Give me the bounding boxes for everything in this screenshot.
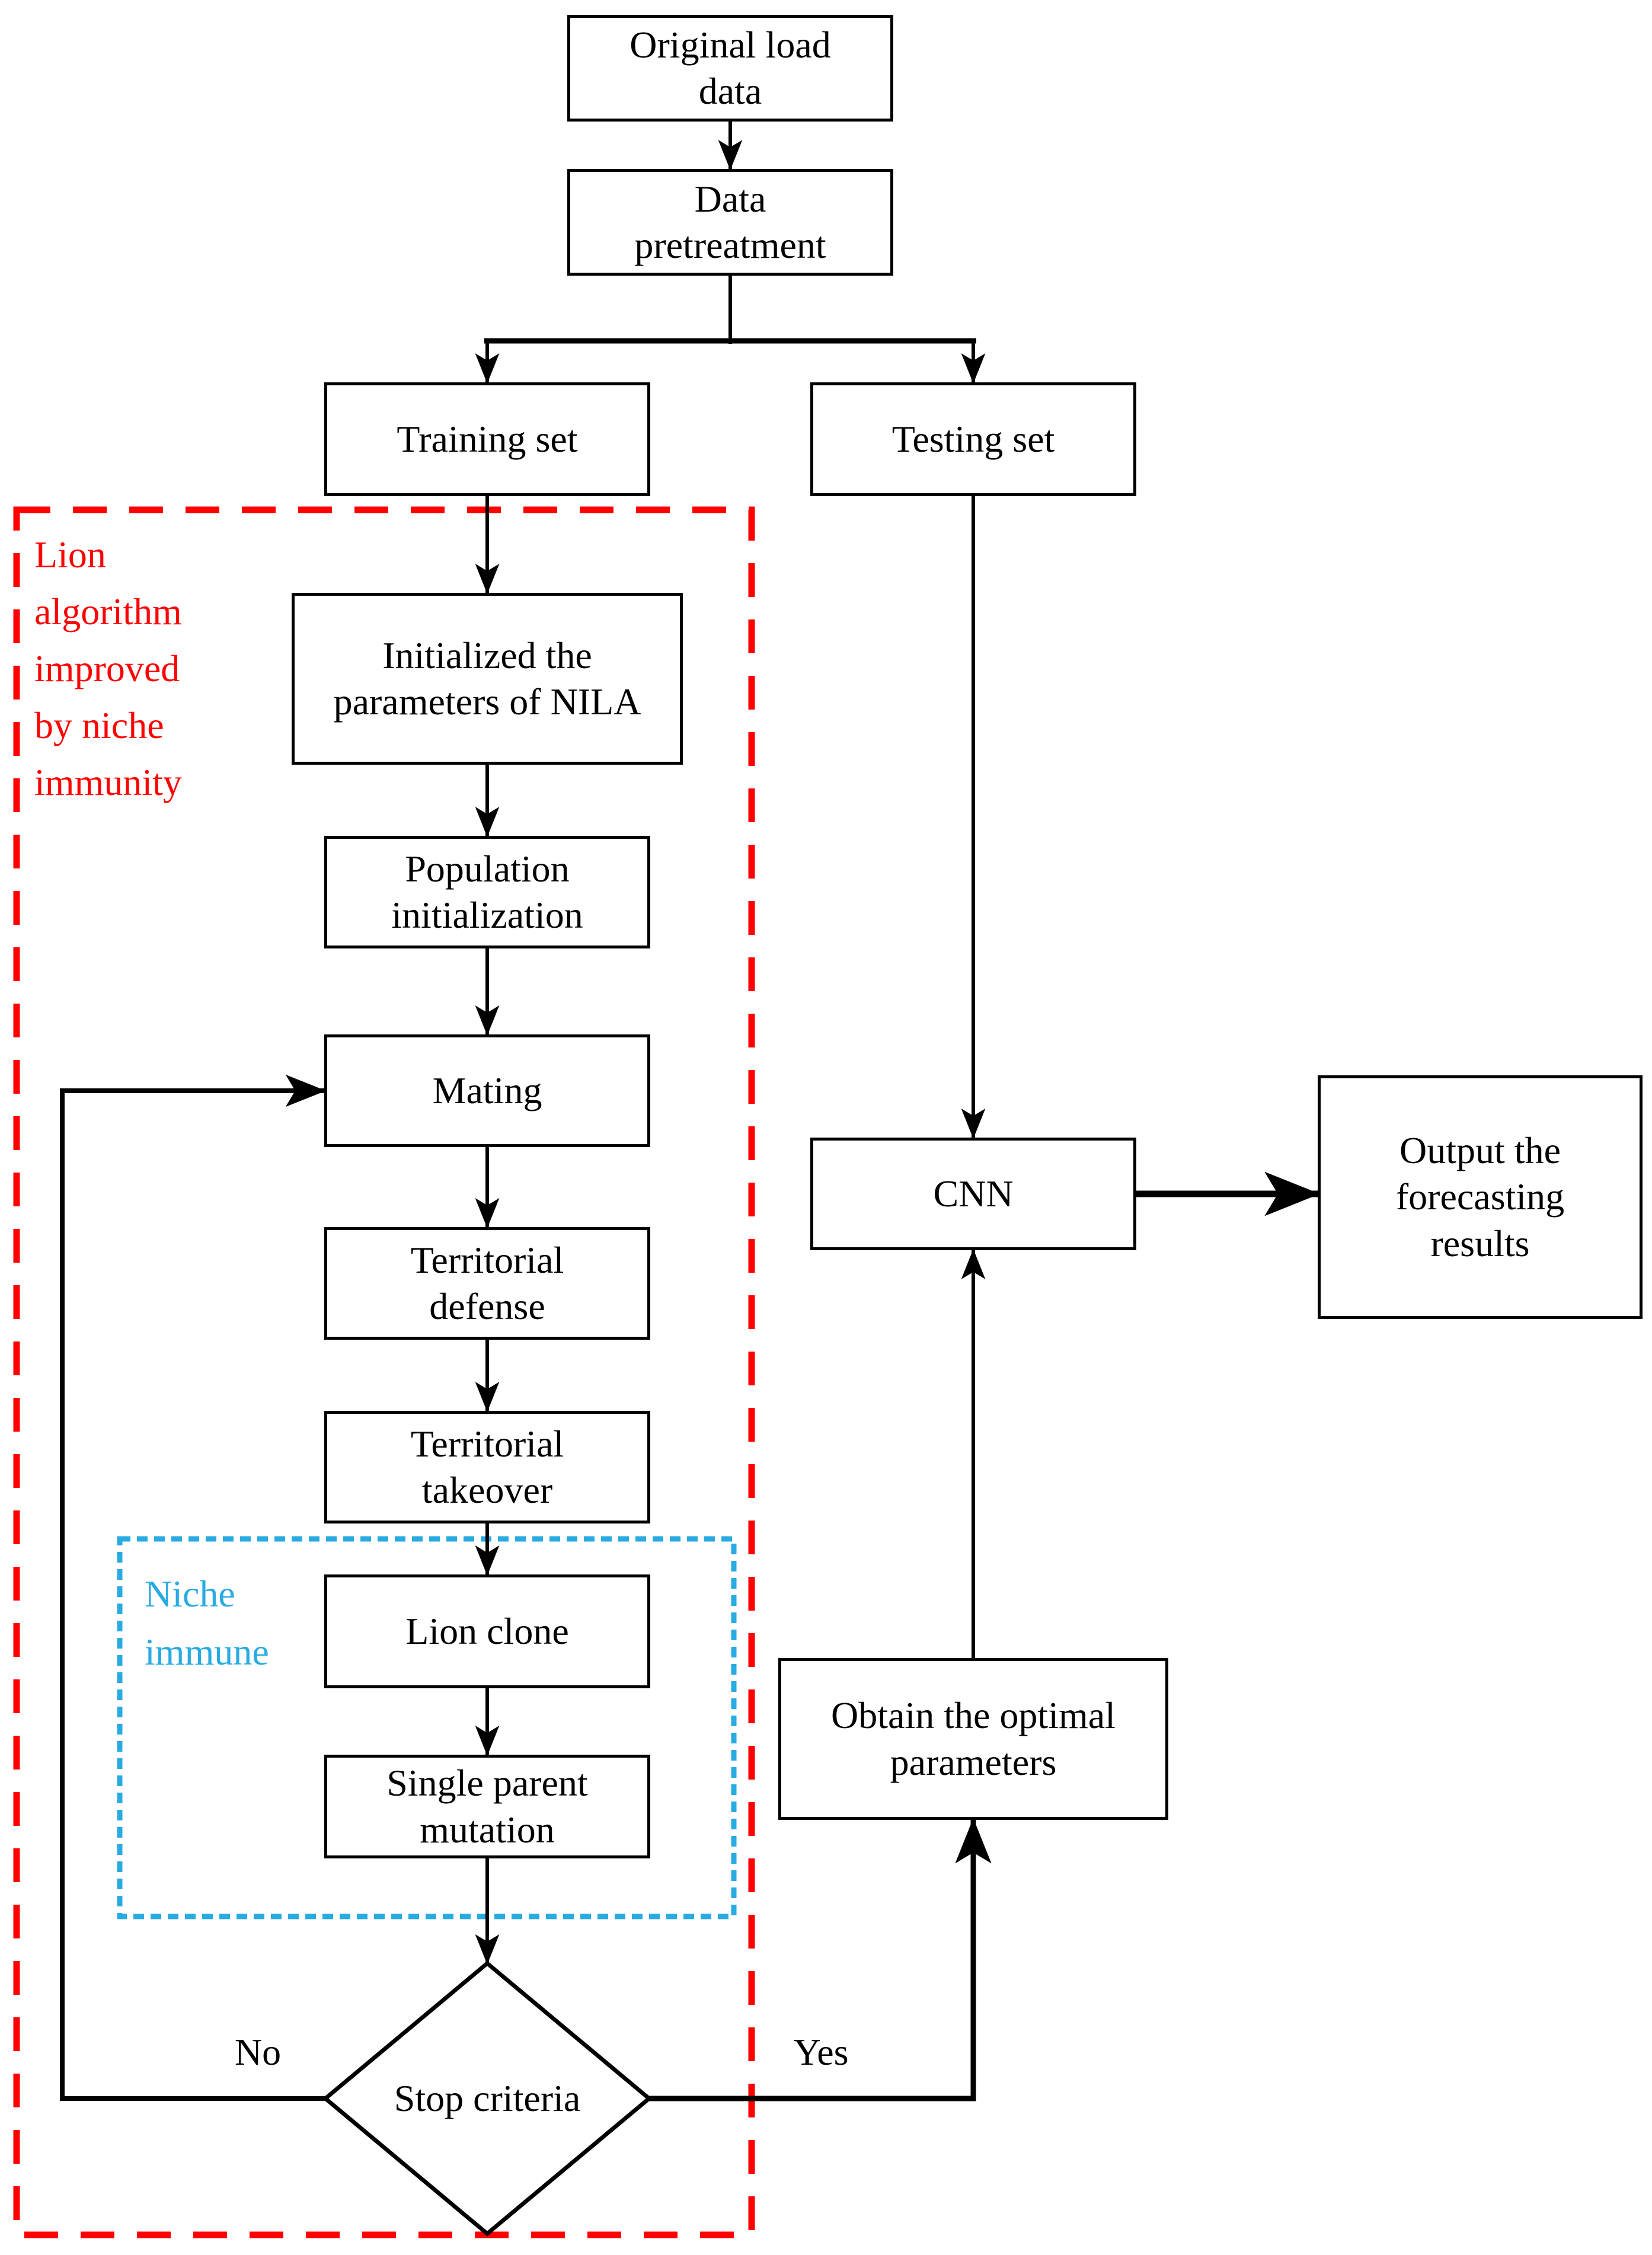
node-population-initialization: Population initialization (324, 836, 650, 948)
node-cnn: CNN (810, 1138, 1136, 1250)
node-data-pretreatment: Data pretreatment (567, 169, 893, 276)
branch-label-yes: Yes (793, 2030, 849, 2073)
node-testing-set: Testing set (810, 382, 1136, 496)
stop-criteria-diamond-shape (322, 1960, 653, 2237)
node-mating: Mating (324, 1034, 650, 1147)
node-single-parent-mutation: Single parent mutation (324, 1755, 650, 1858)
stop-criteria-label: Stop criteria (394, 2077, 581, 2119)
node-output-forecasting-results: Output the forecasting results (1318, 1075, 1643, 1319)
node-territorial-defense: Territorial defense (324, 1227, 650, 1340)
node-training-set: Training set (324, 382, 650, 496)
arrow-stopcriteria-no-loop-to-mating (60, 1074, 326, 2101)
niche-immune-group-caption: Niche immune (145, 1573, 269, 1673)
node-territorial-takeover: Territorial takeover (324, 1411, 650, 1523)
lion-algorithm-group-outline (13, 506, 755, 2238)
node-original-load-data: Original load data (567, 15, 893, 122)
arrow-stopcriteria-yes-to-obtainparams (649, 1818, 992, 2101)
node-initialized-parameters-nila: Initialized the parameters of NILA (292, 593, 683, 765)
lion-algorithm-group-caption: Lion algorithm improved by niche immunit… (34, 534, 182, 803)
node-obtain-optimal-parameters: Obtain the optimal parameters (778, 1658, 1168, 1820)
node-lion-clone: Lion clone (324, 1574, 650, 1688)
branch-label-no: No (234, 2030, 282, 2073)
niche-immune-group-outline (117, 1536, 737, 1919)
